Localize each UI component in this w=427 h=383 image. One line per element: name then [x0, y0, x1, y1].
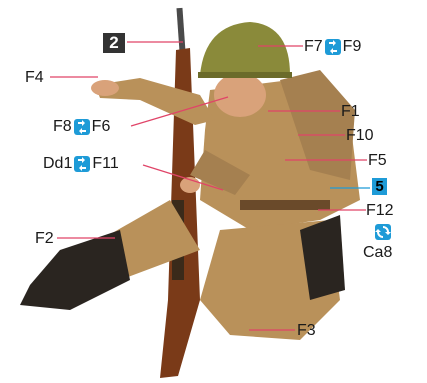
label-f4: F4: [25, 69, 44, 86]
label-dd1: Dd1: [43, 155, 73, 172]
label-f3: F3: [297, 322, 316, 339]
lower-arm: [190, 150, 250, 195]
torso: [200, 70, 360, 230]
swap-arrows-icon: [74, 156, 91, 172]
swap-arrows-icon: [324, 39, 341, 55]
label-f7: F7: [304, 38, 323, 55]
rotate-arrows-icon: [375, 224, 391, 240]
label-dd1-f11: Dd1 F11: [43, 155, 119, 173]
head: [198, 22, 292, 117]
blue-number-badge: 5: [372, 178, 387, 195]
label-f2: F2: [35, 230, 54, 247]
label-f1: F1: [341, 103, 360, 120]
label-f8-f6: F8 F6: [53, 118, 110, 136]
label-f5: F5: [368, 152, 387, 169]
swap-arrows-icon: [73, 119, 90, 135]
right-leg: [200, 215, 345, 340]
leader-lines: [50, 41, 370, 331]
rifle: [160, 7, 200, 378]
label-f6: F6: [91, 118, 111, 135]
step-number-badge: 2: [103, 33, 125, 53]
left-leg: [20, 200, 200, 310]
label-f11: F11: [92, 155, 119, 172]
label-f9: F9: [342, 38, 362, 55]
arm: [91, 78, 215, 125]
label-f12: F12: [366, 202, 394, 219]
label-f10: F10: [346, 127, 374, 144]
label-ca8: Ca8: [363, 244, 393, 261]
label-f8: F8: [53, 118, 72, 135]
label-f7-f9: F7 F9: [304, 38, 361, 56]
